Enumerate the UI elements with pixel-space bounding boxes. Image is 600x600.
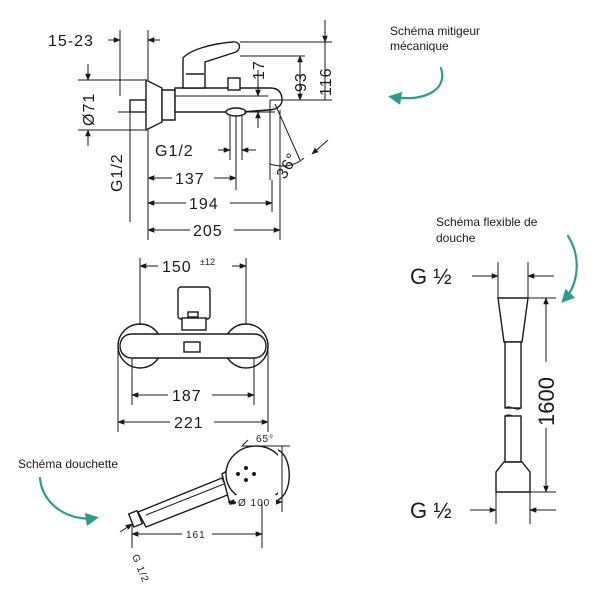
dim-36-arc: [269, 157, 305, 167]
mixer-front-view: 150 ±12 187 221: [117, 256, 269, 432]
caption-hose-line2: douche: [436, 231, 476, 245]
dim-221-bg: [170, 412, 214, 430]
dim-187: 187: [172, 388, 202, 405]
mixer-outlet: [225, 107, 247, 117]
hose-body-lower: [504, 415, 522, 463]
caption-hose: Schéma flexible de douche: [436, 215, 578, 303]
mixer-rosette: [145, 78, 163, 132]
mixer-body-nut: [161, 89, 176, 121]
dim-150-bg: [158, 256, 232, 274]
dim-65: 65°: [256, 434, 274, 445]
handshower-connector: [127, 509, 144, 528]
dim-137-bg: [172, 168, 214, 186]
handshower-face: [277, 449, 290, 501]
front-handle-stem: [181, 317, 207, 331]
dim-194-bg: [186, 193, 230, 211]
handshower-view: 65° Ø 100 161 G 1/2: [119, 434, 290, 584]
dim-hose-g-top: G ½: [410, 264, 452, 289]
handshower-handle-line: [145, 483, 225, 516]
handshower-nozzle-2: [244, 466, 248, 470]
hose-body-upper: [504, 341, 522, 409]
ext-36-angle: [274, 103, 301, 161]
dim-17: 17: [251, 60, 268, 80]
dim-100: Ø 100: [238, 498, 270, 509]
dim-205-bg: [190, 220, 234, 238]
dim-116: 116: [318, 67, 335, 96]
dim-161: 161: [186, 530, 206, 541]
dim-15-23: 15-23: [48, 33, 94, 50]
dim-1600: 1600: [534, 377, 559, 426]
mixer-diverter: [227, 77, 241, 91]
dim-g12-handshower: G 1/2: [129, 553, 150, 584]
caption-hose-arrow: [561, 234, 578, 303]
caption-handshower: Schéma douchette: [18, 457, 118, 526]
dim-g12-hs-arrow: [119, 523, 133, 533]
dim-221: 221: [174, 415, 204, 432]
handshower-nozzle-3: [244, 478, 248, 482]
dim-150-tolerance: ±12: [200, 257, 215, 267]
dim-100-bg: [236, 495, 276, 509]
caption-handshower-text: Schéma douchette: [18, 457, 118, 471]
dim-36-arrow: [311, 139, 329, 155]
dim-187-bg: [168, 385, 212, 403]
caption-handshower-arrow: [38, 476, 99, 526]
dim-1600-bg: [534, 362, 558, 428]
mixer-wall-pipe: [129, 99, 147, 113]
hose-view: G ½ G ½ 1600: [410, 262, 559, 524]
dim-hose-g-bottom: G ½: [410, 498, 452, 523]
hose-bottom-nut: [495, 461, 531, 493]
dim-71: Ø71: [81, 93, 98, 126]
tick-65: [241, 439, 249, 447]
caption-mixer-arrow: [388, 66, 444, 105]
dim-g12-vertical: G1/2: [109, 153, 126, 192]
handshower-nozzle-4: [252, 472, 256, 476]
front-handle-mark: [187, 311, 199, 318]
dim-194: 194: [189, 196, 219, 213]
caption-mixer-line1: Schéma mitigeur: [390, 24, 480, 38]
dim-g12-horizontal: G1/2: [155, 143, 194, 160]
hose-break-upper: [504, 406, 522, 410]
dim-205: 205: [193, 223, 223, 240]
mixer-side-view: 15-23 Ø71 G1/2 93 116 17 G1/2: [48, 20, 335, 240]
handshower-nozzle-1: [236, 472, 240, 476]
dim-137: 137: [175, 171, 205, 188]
caption-mixer: Schéma mitigeur mécanique: [388, 24, 480, 105]
caption-mixer-line2: mécanique: [390, 39, 449, 53]
caption-hose-line1: Schéma flexible de: [436, 215, 538, 229]
front-outlet: [183, 341, 201, 353]
hose-top-nut: [497, 297, 529, 343]
mixer-handle: [182, 41, 241, 89]
dim-161-bg: [182, 527, 212, 541]
mixer-body: [174, 87, 283, 113]
dim-150: 150: [162, 259, 192, 276]
handshower-handle: [137, 477, 231, 528]
dim-93: 93: [293, 72, 310, 92]
